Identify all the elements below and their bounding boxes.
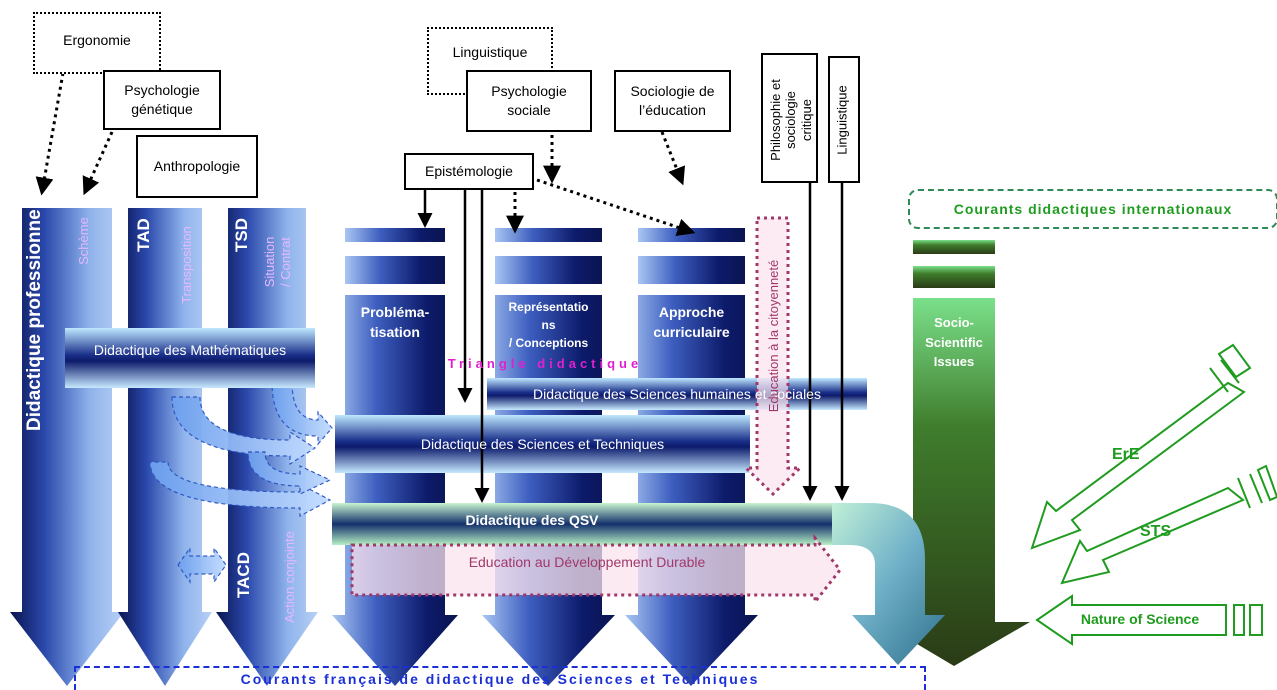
label-sts: STS — [1140, 523, 1172, 540]
band-sciences-techniques: Didactique des Sciences et Techniques — [420, 436, 665, 452]
column-didactique-pro — [10, 208, 124, 686]
label-repr-line1: Représentatio — [508, 300, 589, 314]
label-transposition: Transposition — [179, 226, 194, 304]
label-situation-contrat: Situation / Contrat — [260, 222, 296, 302]
box-epistemologie-label: Epistémologie — [425, 163, 513, 180]
label-tacd: TACD — [234, 552, 253, 598]
band-edd: Education au Développement Durable — [468, 554, 706, 570]
french-currents-footer: Courants français de didactique des Scie… — [74, 666, 926, 690]
label-approche-line2: curriculaire — [653, 324, 730, 341]
box-sociologie: Sociologie de l’éducation — [614, 70, 731, 132]
band-maths: Didactique des Mathématiques — [93, 342, 287, 358]
box-psy-gen-line1: Psychologie — [124, 82, 200, 99]
qsv-tail-arrow — [825, 503, 945, 665]
band-qsv: Didactique des QSV — [465, 512, 599, 528]
box-philo-line3: critique — [798, 99, 814, 141]
label-problematisation: Probléma-tisation — [345, 302, 445, 343]
label-ere: ErE — [1112, 446, 1140, 463]
box-psy-soc-line2: sociale — [507, 102, 551, 118]
footer-text: Courants français de didactique des Scie… — [240, 671, 760, 687]
nos-arrow — [1035, 594, 1263, 646]
box-psy-soc-line1: Psychologie — [491, 83, 567, 100]
label-approche: Approche curriculaire — [638, 302, 745, 343]
box-linguistique-top-label: Linguistique — [452, 44, 528, 60]
band-maths-shape — [65, 328, 315, 388]
box-linguistique-vertical-label: Linguistique — [834, 85, 850, 155]
label-ssi-line1: Socio- — [934, 315, 974, 330]
box-socio-line2: l’éducation — [639, 102, 706, 118]
band-qsv-shape — [332, 503, 832, 545]
label-nature-of-science: Nature of Science — [1080, 611, 1200, 627]
label-triangle-didactique: Triangle didactique — [447, 355, 643, 371]
box-psychologie-sociale: Psychologie sociale — [466, 70, 592, 132]
box-philosophie-text: Philosophie et sociologie critique — [768, 55, 814, 185]
box-epistemologie: Epistémologie — [404, 153, 534, 190]
sts-arrow — [1060, 464, 1277, 585]
international-currents-title: Courants didactiques internationaux — [908, 189, 1277, 229]
transfer-arrows — [149, 381, 333, 584]
box-anthropologie-label: Anthropologie — [153, 158, 241, 175]
box-linguistique-vertical: Linguistique — [828, 56, 860, 183]
ere-arrow — [1030, 343, 1252, 550]
box-psychologie-genetique: Psychologie génétique — [103, 70, 221, 130]
box-ergonomie-label: Ergonomie — [63, 32, 131, 48]
label-approche-line1: Approche — [658, 304, 725, 320]
label-didactique-professionnelle: Didactique professionnelle — [24, 188, 45, 431]
label-repr-line3: / Conceptions — [508, 336, 589, 350]
box-philo-line2: sociologie — [783, 91, 799, 149]
band-shs: Didactique des Sciences humaines et soci… — [533, 386, 821, 402]
label-repr-line2: ns — [541, 318, 556, 332]
band-citoyennete: Education à la citoyenneté — [766, 259, 781, 413]
label-situation: Situation — [261, 236, 277, 288]
label-ssi-line2: Scientific — [925, 334, 983, 350]
box-ergonomie: Ergonomie — [33, 12, 161, 74]
box-psy-gen-line2: génétique — [131, 101, 193, 117]
box-philo-line1: Philosophie et — [767, 79, 783, 161]
box-socio-line1: Sociologie de — [630, 83, 715, 100]
citoyennete-arrow — [742, 216, 804, 497]
label-ssi-line3: Issues — [933, 354, 975, 369]
box-philosophie: Philosophie et sociologie critique — [761, 53, 818, 183]
label-proble-line1: Probléma- — [360, 304, 430, 320]
label-tad: TAD — [134, 218, 153, 252]
column-tad — [118, 208, 212, 686]
label-scheme: Schème — [76, 217, 91, 265]
box-anthropologie: Anthropologie — [136, 135, 258, 198]
label-tsd: TSD — [232, 218, 251, 252]
edd-arrow — [350, 533, 842, 607]
band-shs-shape — [487, 378, 867, 410]
label-action-conjointe: Action conjointe — [282, 531, 297, 623]
label-proble-line2: tisation — [370, 324, 420, 341]
international-title-text: Courants didactiques internationaux — [953, 201, 1233, 217]
label-contrat: / Contrat — [278, 237, 293, 287]
band-st-shape — [335, 415, 750, 473]
label-representations: Représentatio ns / Conceptions — [495, 298, 602, 352]
dotted-connectors — [35, 72, 696, 236]
solid-connectors — [417, 183, 850, 503]
